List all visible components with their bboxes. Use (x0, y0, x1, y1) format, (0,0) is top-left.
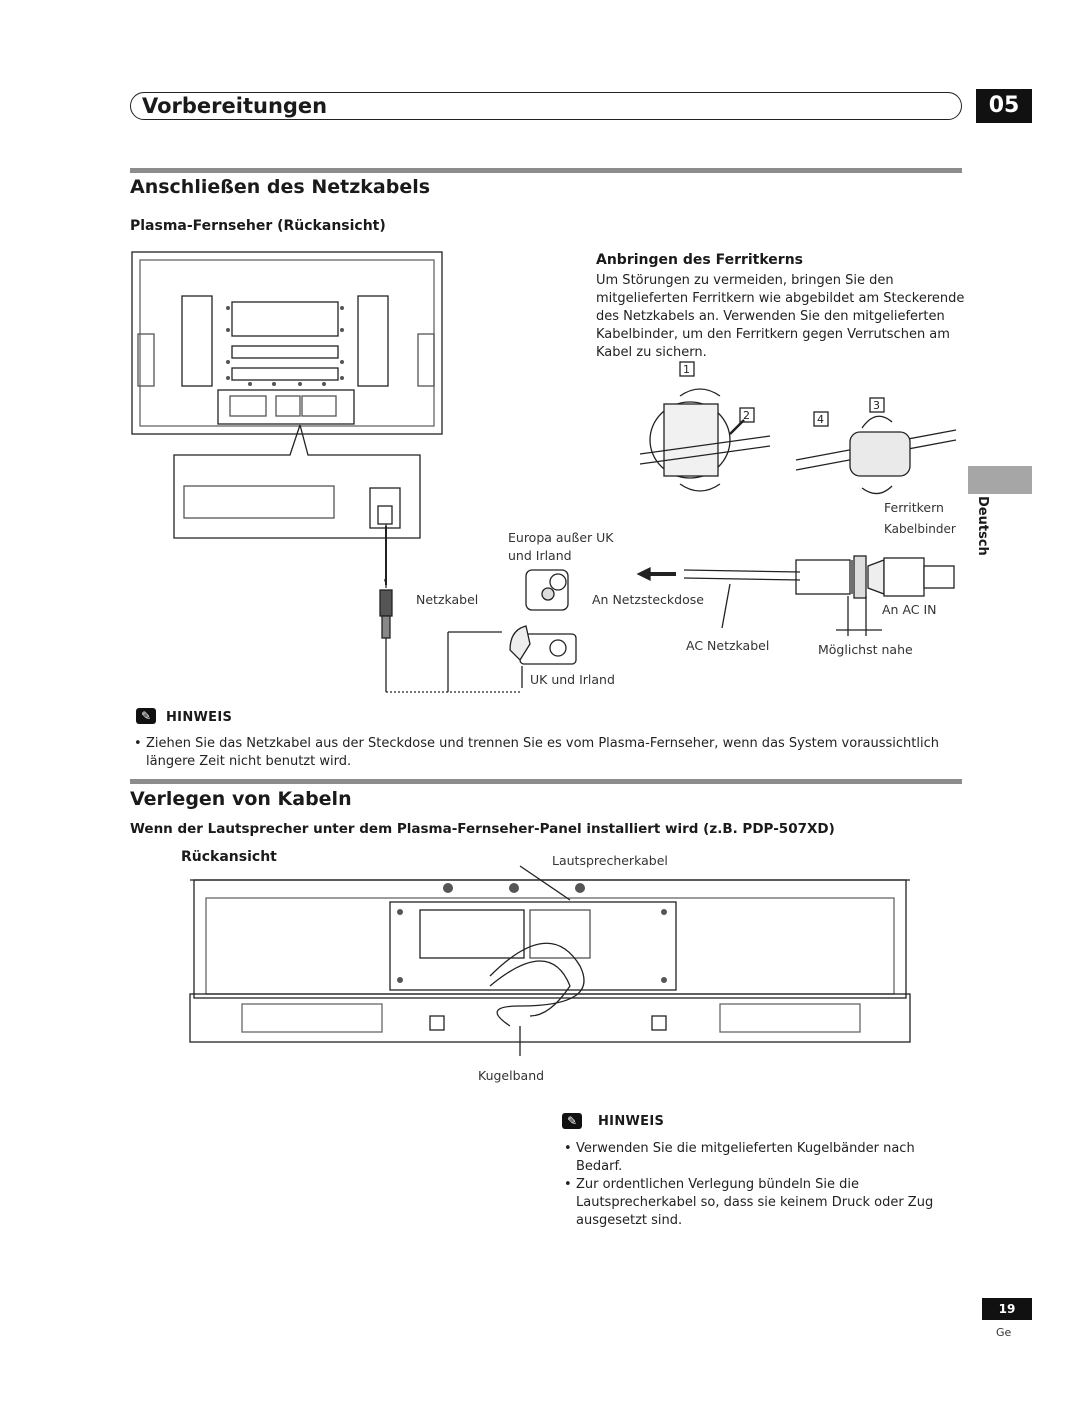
label-kabelbinder: Kabelbinder (884, 522, 956, 536)
svg-text:4: 4 (817, 413, 824, 426)
label-netzkabel: Netzkabel (416, 592, 479, 607)
label-uk-und-irland: UK und Irland (530, 672, 615, 687)
label-an-netzsteckdose: An Netzsteckdose (592, 592, 704, 607)
power-cable-diagram (509, 555, 955, 688)
svg-text:3: 3 (873, 399, 880, 412)
section-title-netzkabel: Anschließen des Netzkabels (130, 176, 431, 198)
label-moeglichst-nahe: Möglichst nahe (818, 642, 913, 657)
tv-rear-diagram (131, 251, 522, 693)
note-title: HINWEIS (166, 710, 233, 725)
chapter-number-badge: 05 (976, 89, 1032, 123)
label-lautsprecherkabel: Lautsprecherkabel (552, 853, 668, 868)
note-list: Ziehen Sie das Netzkabel aus der Steckdo… (134, 735, 954, 771)
note-item: Ziehen Sie das Netzkabel aus der Steckdo… (134, 735, 954, 771)
svg-text:2: 2 (743, 409, 750, 422)
note-list: Verwenden Sie die mitgelieferten Kugelbä… (564, 1140, 964, 1230)
subtitle-rear-view: Plasma-Fernseher (Rückansicht) (130, 218, 386, 234)
label-an-ac-in: An AC IN (882, 602, 937, 617)
chapter-title: Vorbereitungen (142, 94, 328, 118)
label-ferritkern: Ferritkern (884, 500, 944, 515)
label-kugelband: Kugelband (478, 1068, 545, 1083)
page-language-code: Ge (996, 1326, 1012, 1339)
note-item: Verwenden Sie die mitgelieferten Kugelbä… (564, 1140, 964, 1176)
note-title: HINWEIS (598, 1114, 665, 1129)
label-rueckansicht: Rückansicht (181, 849, 277, 865)
subtitle-speaker-install: Wenn der Lautsprecher unter dem Plasma-F… (130, 821, 835, 837)
label-und-irland: und Irland (508, 548, 572, 563)
section-divider (130, 779, 962, 784)
page-number: 19 (982, 1298, 1032, 1320)
label-europa: Europa außer UK (508, 530, 614, 545)
note-item: Zur ordentlichen Verlegung bündeln Sie d… (564, 1176, 964, 1230)
ferrite-diagram: 1 2 3 4 (639, 361, 957, 495)
ferrite-description: Um Störungen zu vermeiden, bringen Sie d… (596, 273, 965, 360)
section-divider (130, 168, 962, 173)
language-label: Deutsch (975, 496, 990, 556)
svg-text:1: 1 (683, 363, 690, 376)
pencil-icon: ✎ (136, 708, 156, 724)
section-title-kabeln: Verlegen von Kabeln (130, 788, 352, 810)
tv-speaker-rear-diagram (189, 865, 911, 1056)
ferrite-title: Anbringen des Ferritkerns (596, 252, 803, 268)
label-ac-netzkabel: AC Netzkabel (686, 638, 770, 653)
language-tab (968, 466, 1032, 494)
chapter-header-bar (130, 92, 962, 120)
pencil-icon: ✎ (562, 1113, 582, 1129)
